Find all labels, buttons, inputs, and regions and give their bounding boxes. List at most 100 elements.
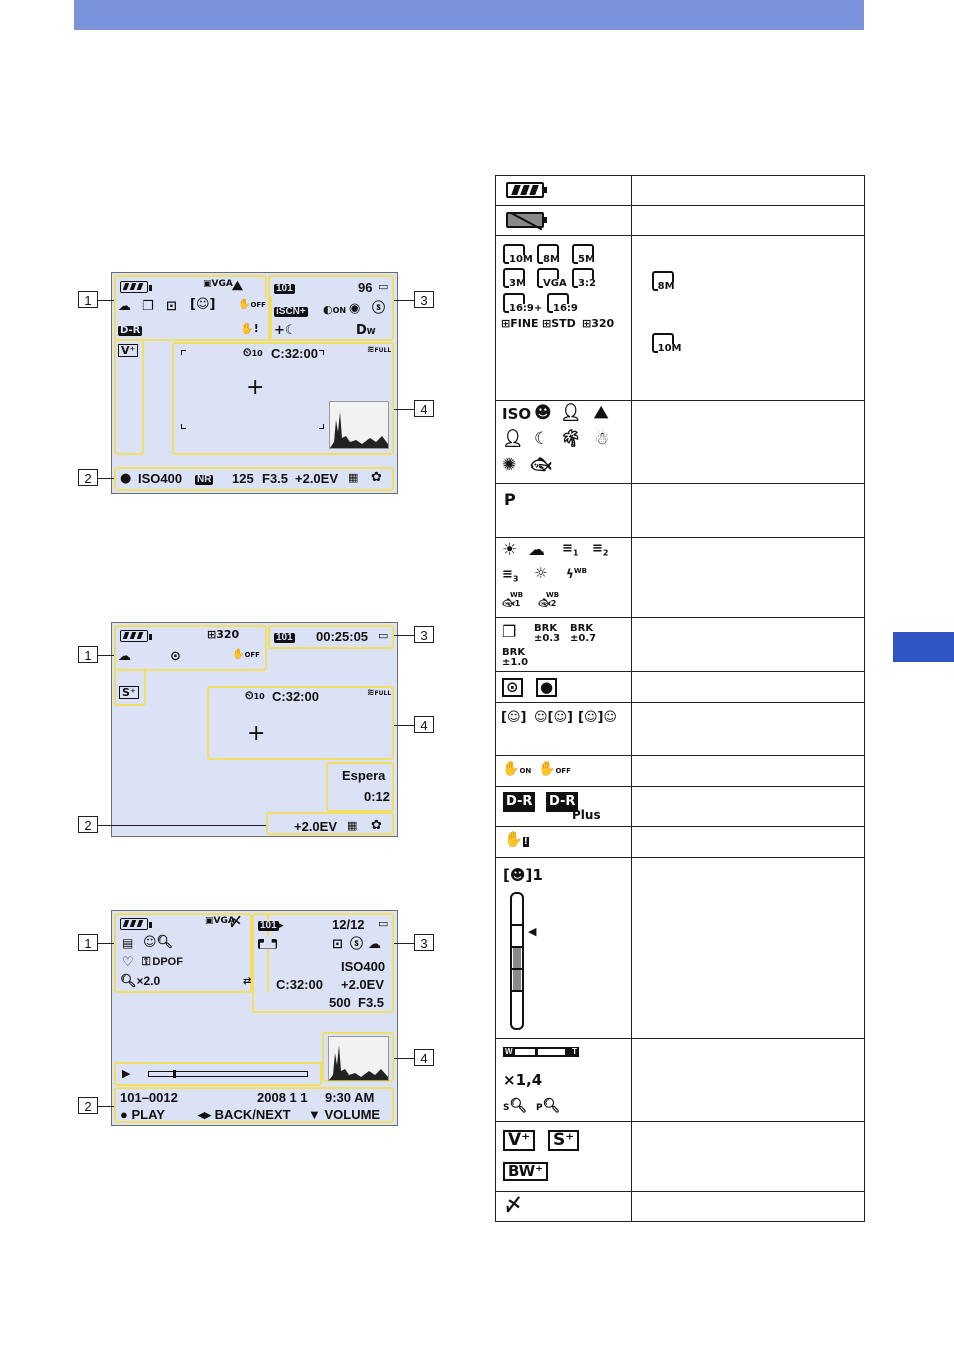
steadyshot-icon: ✋OFF	[232, 649, 260, 660]
aperture-value: F3.5	[262, 471, 289, 486]
standby-time: 0:12	[364, 789, 391, 804]
bw-effect-icon: BW⁺	[503, 1162, 549, 1181]
eye-icon: ◉	[349, 301, 361, 316]
frame-area-2	[114, 467, 394, 491]
table-row: ❐ BRK ±0.3 BRK ±0.7 BRK ±1.0	[495, 617, 866, 672]
play-control[interactable]: ● PLAY	[120, 1107, 165, 1122]
face-detect-auto-icon: [☺]	[501, 710, 527, 725]
dro-icon: D-R	[118, 325, 143, 336]
callout-3: 3	[414, 291, 434, 308]
smile-level-indicator-icon: ◀	[528, 925, 537, 938]
size-16-9-plus-icon: 16:9+	[503, 293, 543, 314]
movie-fine-icon: ⊞FINE	[501, 317, 539, 330]
smile-detection-icon: [☻]1	[503, 866, 543, 884]
remaining-time: C:32:00	[272, 689, 319, 704]
zoom-icon: 🔍︎×2.0	[120, 974, 161, 989]
camera-shake-icon: ✋!	[240, 322, 259, 335]
storage-full-icon: ≋FULL	[367, 345, 392, 355]
underwater-wb-2-icon: WB🐟︎2	[538, 591, 560, 609]
dro-standard-icon: D-R	[503, 792, 536, 812]
callout-4: 4	[414, 716, 434, 733]
shutter-value: 125	[232, 471, 254, 486]
table-row: [☻]1 ◀	[495, 857, 866, 1039]
bracket-03-icon: BRK ±0.3	[534, 623, 561, 644]
ev-value: +2.0EV	[295, 471, 339, 486]
smile-sensitivity-gauge	[510, 892, 524, 1030]
movie-size-icon: ⊞320	[207, 628, 240, 641]
daylight-icon: ☀	[502, 540, 518, 560]
table-row: W T ×1,4 S🔍︎ P🔍︎	[495, 1038, 866, 1122]
table-row: ☀ ☁ ≡1 ≡2 ≡3 ☼ ϟWB WB🐟︎1 WB🐟︎2	[495, 537, 866, 618]
size-8m-icon: 8M	[537, 244, 560, 265]
fluorescent-1-icon: ≡1	[562, 541, 579, 558]
playback-progress-bar[interactable]	[148, 1071, 308, 1077]
callout-2: 2	[78, 1097, 98, 1114]
callout-1: 1	[78, 934, 98, 951]
memory-icon: ▭	[378, 917, 389, 930]
playback-mode-icon: ▟▙	[258, 938, 278, 949]
scene-iso-icon: ISO	[502, 405, 532, 423]
precision-zoom-icon: P🔍︎	[536, 1098, 561, 1114]
standby-label: Espera	[342, 768, 386, 783]
size-3-2-icon: 3:2	[572, 268, 596, 289]
fireworks-icon: ✺	[502, 455, 517, 475]
beach-icon: 🌴︎	[560, 429, 582, 449]
burst-icon: ❐	[502, 622, 517, 641]
spot-metering-icon: ●	[536, 678, 558, 697]
dro-wb-icon: DW	[356, 323, 376, 338]
cloudy-icon: ☁	[528, 540, 545, 560]
cloudy-icon: ☁	[368, 937, 381, 952]
steadyshot-on-icon: ✋ON	[502, 761, 532, 777]
size-10m-icon: 10M	[651, 333, 682, 354]
smart-zoom-icon: S🔍︎	[503, 1098, 528, 1114]
fluorescent-2-icon: ≡2	[592, 541, 609, 558]
table-row	[495, 205, 866, 236]
vivid-effect-icon: V⁺	[503, 1130, 536, 1151]
burst-icon: ❐	[142, 299, 154, 314]
scene-recognition-icon: iSCN+	[274, 306, 308, 317]
memory-icon: ▭	[378, 280, 389, 293]
histogram-icon	[328, 1036, 389, 1081]
picture-effect-icon: S⁺	[119, 686, 139, 699]
shot-count: 96	[358, 280, 373, 295]
red-eye-icon: ◐ON	[323, 303, 347, 316]
movie-std-icon: ⊞STD	[542, 317, 576, 330]
icon-table: 10M 8M 5M 3M VGA 3:2 16:9+ 16:9 ⊞FINE ⊞S…	[495, 175, 866, 1222]
underwater-wb-1-icon: WB🐟︎1	[502, 591, 524, 609]
folder-label: 101	[274, 283, 295, 294]
face-detect-icon: [☺]	[190, 297, 216, 312]
battery-icon	[506, 182, 547, 198]
table-row: ISO ☻ 👤︎ ⛰ 👤︎ ☾ 🌴︎ ☃ ✺ 🐟︎	[495, 400, 866, 484]
ev-value: +2.0EV	[294, 819, 338, 834]
multi-metering-icon: ⊙	[502, 678, 523, 697]
cloudy-icon: ☁	[118, 649, 131, 664]
protect-icon: ⚿DPOF	[142, 955, 183, 968]
frame-area-1	[114, 275, 267, 299]
backlight-icon: +☾	[274, 323, 297, 338]
callout-2: 2	[78, 816, 98, 833]
macro-icon: ✿	[371, 470, 382, 485]
remaining-time: C:32:00	[276, 977, 323, 992]
battery-icon	[120, 918, 152, 930]
table-row: [☺] ☺[☺] [☺]☺	[495, 702, 866, 756]
metering-multi-icon: ▦	[348, 471, 359, 484]
face-search-icon: ☺🔍︎	[143, 935, 174, 950]
volume-control[interactable]: ▼ VOLUME	[308, 1107, 381, 1122]
af-cross-icon: +	[246, 375, 265, 400]
callout-4: 4	[414, 400, 434, 417]
play-icon[interactable]: ▶	[122, 1067, 131, 1080]
callout-2: 2	[78, 469, 98, 486]
back-next-control[interactable]: ◂▸ BACK/NEXT	[198, 1107, 291, 1122]
spot-metering-icon: ⊡	[332, 937, 343, 952]
histogram-icon	[329, 401, 389, 449]
af-cross-icon: +	[247, 721, 266, 746]
landscape-icon: ⛰	[594, 403, 609, 423]
table-row: D-R D-R Plus	[495, 786, 866, 827]
change-folder-icon: ⇄	[243, 976, 252, 987]
pictbridge-icon: 〆	[504, 1195, 522, 1216]
section-tab[interactable]	[893, 632, 954, 662]
callout-3: 3	[414, 626, 434, 643]
frame-area-3	[268, 275, 394, 341]
table-row: ⊙ ●	[495, 671, 866, 703]
metering-multi-icon: ⊙	[170, 649, 181, 664]
